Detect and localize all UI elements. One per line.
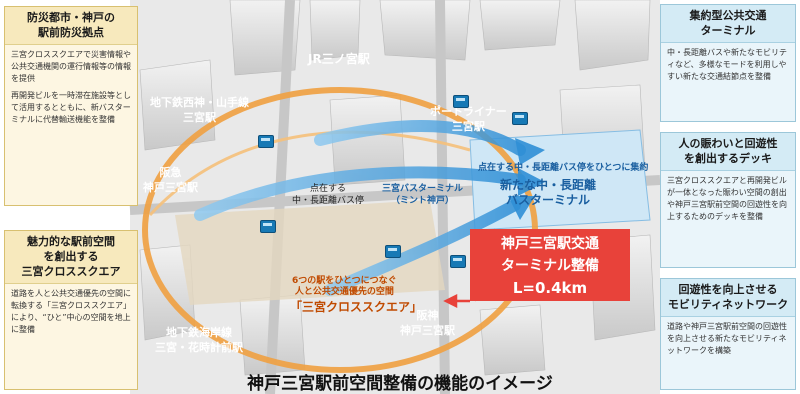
bus-consolidation-arrows: [194, 120, 526, 296]
existing-bus-terminal-label: 三宮バスターミナル （ミント神戸）: [382, 184, 464, 206]
panel-title: 魅力的な駅前空間 を創出する 三宮クロススクエア: [5, 231, 137, 284]
bus-icon: [512, 112, 528, 125]
station-label-jr: JR三ノ宮駅: [308, 52, 370, 66]
station-label-subway-seishin: 地下鉄西神・山手線 三宮駅: [150, 96, 249, 124]
station-label-portliner: ポートライナー 三宮駅: [430, 105, 507, 133]
panel-cross-square: 魅力的な駅前空間 を創出する 三宮クロススクエア 道路を人と公共交通優先の空間に…: [4, 230, 138, 390]
bus-icon: [453, 95, 469, 108]
callout-arrow: [443, 293, 470, 309]
panel-body: 道路や神戸三宮駅前空間の回遊性を向上させる新たなモビリティネットワークを構築: [667, 322, 787, 355]
bus-icon: [260, 220, 276, 233]
bus-icon: [258, 135, 274, 148]
scattered-bus-stop-label: 点在する 中・長距離バス停: [292, 184, 365, 206]
panel-mobility-network: 回遊性を向上させる モビリティネットワーク 道路や神戸三宮駅前空間の回遊性を向上…: [660, 278, 796, 390]
panel-title: 人の賑わいと回遊性 を創出するデッキ: [661, 133, 795, 171]
cross-square-name: 「三宮クロススクエア」: [290, 300, 423, 314]
panel-body: 中・長距離バスや新たなモビリティなど、多様なモードを利用しやすい新たな交通結節点…: [667, 48, 787, 81]
panel-body: 三宮クロススクエアで災害情報や公共交通機関の運行情報等の情報を提供 再開発ビルを…: [11, 50, 131, 124]
station-label-subway-kaigan: 地下鉄海岸線 三宮・花時計前駅: [155, 326, 243, 354]
panel-title: 集約型公共交通 ターミナル: [661, 5, 795, 43]
bus-icon: [450, 255, 466, 268]
station-label-hanshin: 阪神 神戸三宮駅: [400, 309, 455, 337]
cross-square-area: [175, 200, 445, 305]
terminal-length-callout: 神戸三宮駅交通 ターミナル整備 L=0.4km: [470, 229, 630, 301]
panel-title: 防災都市・神戸の 駅前防災拠点: [5, 7, 137, 45]
panel-body: 三宮クロススクエアと再開発ビルが一体となった賑わい空間の創出や神戸三宮駅前空間の…: [667, 176, 787, 221]
cross-square-description: 6つの駅をひとつにつなぐ 人と公共交通優先の空間: [292, 276, 397, 297]
panel-consolidated-terminal: 集約型公共交通 ターミナル 中・長距離バスや新たなモビリティなど、多様なモードを…: [660, 4, 796, 122]
panel-title: 回遊性を向上させる モビリティネットワーク: [661, 279, 795, 317]
figure-caption: 神戸三宮駅前空間整備の機能のイメージ: [247, 374, 553, 394]
station-label-hankyu: 阪急 神戸三宮駅: [143, 166, 198, 194]
bus-icon: [385, 245, 401, 258]
panel-deck: 人の賑わいと回遊性 を創出するデッキ 三宮クロススクエアと再開発ビルが一体となっ…: [660, 132, 796, 268]
new-bus-terminal-label: 新たな中・長距離 バスターミナル: [500, 178, 597, 207]
panel-body: 道路を人と公共交通優先の空間に転換する「三宮クロススクエア」により、“ひと”中心…: [11, 289, 131, 334]
consolidation-label: 点在する中・長距離バス停をひとつに集約: [478, 163, 649, 173]
panel-disaster-prevention: 防災都市・神戸の 駅前防災拠点 三宮クロススクエアで災害情報や公共交通機関の運行…: [4, 6, 138, 206]
